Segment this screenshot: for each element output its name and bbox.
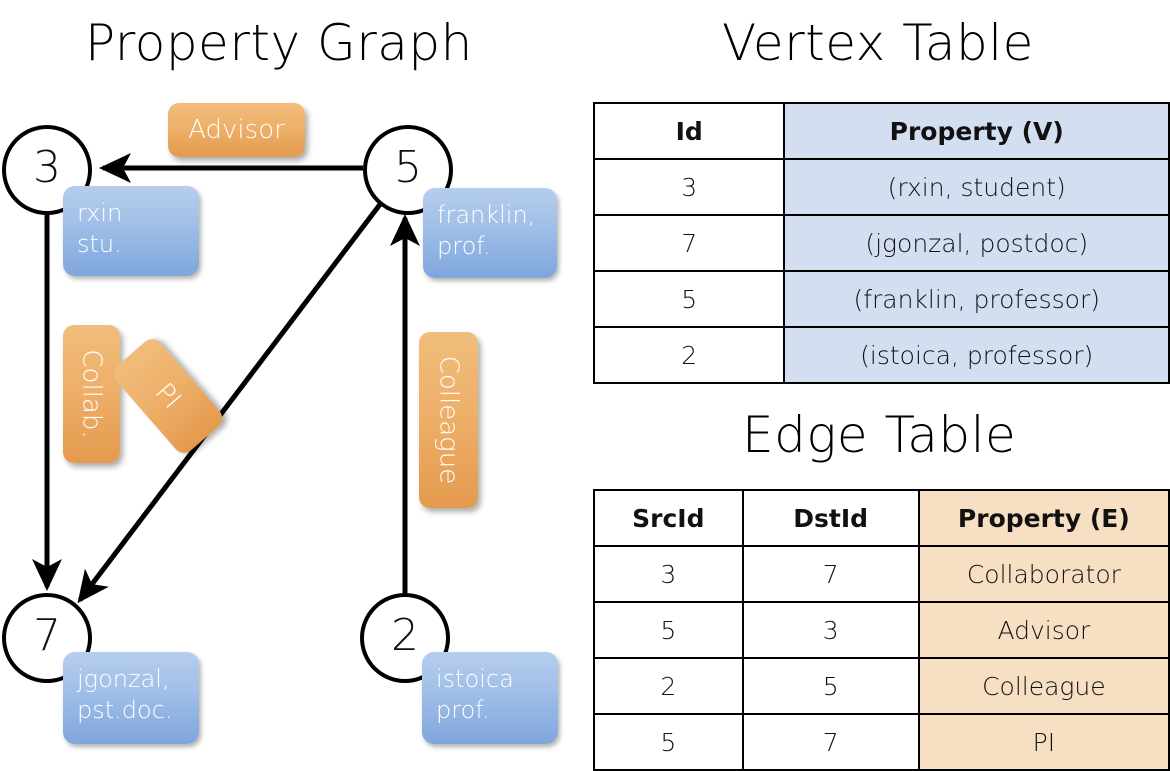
edge-cell-dstid: 5 <box>741 657 920 715</box>
table-row[interactable]: 5 (franklin, professor) <box>592 270 1170 328</box>
graph-edges-canvas <box>32 153 420 604</box>
edge-cell-srcid: 5 <box>593 601 744 659</box>
vertex-cell-id: 7 <box>592 214 786 272</box>
vertex-property-box-istoica[interactable]: istoica prof. <box>422 652 558 744</box>
vertex-property-line-1: rxin <box>77 199 123 227</box>
graph-node-7-label: 7 <box>33 610 61 661</box>
page-title-property-graph: Property Graph <box>85 14 473 72</box>
vertex-cell-id: 2 <box>592 326 786 384</box>
edge-cell-dstid: 7 <box>741 713 920 771</box>
edge-table-col-dstid: DstId <box>741 489 920 547</box>
edge-cell-property: Colleague <box>917 657 1170 715</box>
table-row[interactable]: 2 5 Colleague <box>593 657 1170 715</box>
vertex-property-line-2: pst.doc. <box>77 696 173 725</box>
vertex-cell-property: (rxin, student) <box>783 158 1170 216</box>
edge-table: SrcId DstId Property (E) 3 7 Collaborato… <box>593 489 1170 771</box>
edge-cell-property: Advisor <box>917 601 1170 659</box>
edge-label-advisor: Advisor <box>188 115 285 145</box>
edge-cell-property: PI <box>917 713 1170 771</box>
vertex-cell-property: (istoica, professor) <box>783 326 1170 384</box>
edge-cell-srcid: 2 <box>593 657 744 715</box>
graph-node-2[interactable]: 2 <box>360 593 450 683</box>
vertex-property-box-rxin[interactable]: rxin stu. <box>63 186 199 276</box>
edge-label-pi: PI <box>149 377 187 415</box>
edge-label-collab: Collab. <box>76 349 107 439</box>
vertex-table-col-property: Property (V) <box>783 102 1170 160</box>
vertex-property-line-1: istoica <box>436 665 514 693</box>
graph-node-2-label: 2 <box>391 610 419 661</box>
vertex-cell-property: (franklin, professor) <box>783 270 1170 328</box>
edge-cell-dstid: 3 <box>741 601 920 659</box>
edge-label-box-colleague[interactable]: Colleague <box>419 332 478 508</box>
table-row[interactable]: 7 (jgonzal, postdoc) <box>592 214 1170 272</box>
page-title-edge-table: Edge Table <box>742 406 1017 464</box>
edge-table-col-property: Property (E) <box>917 489 1170 547</box>
vertex-cell-id: 5 <box>592 270 786 328</box>
edge-label-box-advisor[interactable]: Advisor <box>168 103 305 157</box>
vertex-property-line-1: franklin, <box>437 201 536 229</box>
edge-pi-5-to-7 <box>77 201 383 604</box>
edge-cell-srcid: 5 <box>593 713 744 771</box>
vertex-table: Id Property (V) 3 (rxin, student) 7 (jgo… <box>592 102 1170 384</box>
vertex-property-box-jgonzal[interactable]: jgonzal, pst.doc. <box>63 652 199 744</box>
edge-cell-dstid: 7 <box>741 545 920 603</box>
vertex-property-line-2: prof. <box>436 696 490 725</box>
graph-node-3-label: 3 <box>33 142 61 193</box>
table-row[interactable]: 2 (istoica, professor) <box>592 326 1170 384</box>
page-title-vertex-table: Vertex Table <box>722 14 1034 72</box>
edge-label-box-collab[interactable]: Collab. <box>63 325 120 463</box>
edge-cell-property: Collaborator <box>917 545 1170 603</box>
edge-table-col-srcid: SrcId <box>593 489 744 547</box>
edge-table-header-row: SrcId DstId Property (E) <box>593 489 1170 547</box>
table-row[interactable]: 5 7 PI <box>593 713 1170 771</box>
edge-cell-srcid: 3 <box>593 545 744 603</box>
vertex-property-box-franklin[interactable]: franklin, prof. <box>423 188 557 278</box>
vertex-table-header-row: Id Property (V) <box>592 102 1170 160</box>
table-row[interactable]: 5 3 Advisor <box>593 601 1170 659</box>
table-row[interactable]: 3 (rxin, student) <box>592 158 1170 216</box>
table-row[interactable]: 3 7 Collaborator <box>593 545 1170 603</box>
vertex-cell-id: 3 <box>592 158 786 216</box>
graph-node-5-label: 5 <box>394 142 422 193</box>
vertex-table-col-id: Id <box>592 102 786 160</box>
graph-node-5[interactable]: 5 <box>363 125 453 215</box>
vertex-property-line-2: stu. <box>77 230 122 259</box>
vertex-property-line-1: jgonzal, <box>77 665 170 693</box>
edge-label-colleague: Colleague <box>433 355 464 485</box>
vertex-cell-property: (jgonzal, postdoc) <box>783 214 1170 272</box>
vertex-property-line-2: prof. <box>437 232 491 261</box>
